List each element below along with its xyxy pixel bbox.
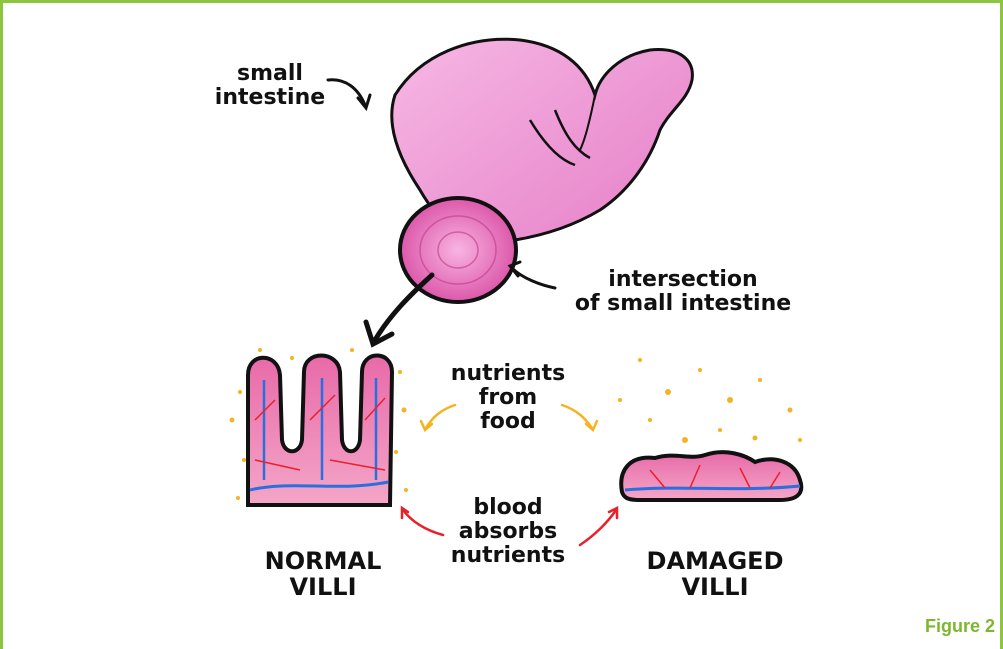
- intersection-label: intersection of small intestine: [548, 268, 818, 316]
- normal-villi-illustration: [248, 356, 392, 506]
- blood-arrow-right: [580, 510, 616, 545]
- nutrients-label: nutrients from food: [448, 362, 568, 435]
- small-intestine-illustration: [392, 39, 693, 302]
- damaged-villi-illustration: [621, 452, 801, 500]
- figure-label: Figure 2: [925, 616, 995, 637]
- small-intestine-label: small intestine: [210, 62, 330, 110]
- normal-villi-tissue: [248, 356, 392, 506]
- blood-arrow-left: [403, 510, 443, 535]
- blood-label: blood absorbs nutrients: [448, 496, 568, 569]
- damaged-villi-tissue: [621, 452, 801, 500]
- arrow-to-villi: [375, 275, 432, 340]
- damaged-villi-label: DAMAGED VILLI: [620, 548, 810, 601]
- normal-villi-label: NORMAL VILLI: [248, 548, 398, 601]
